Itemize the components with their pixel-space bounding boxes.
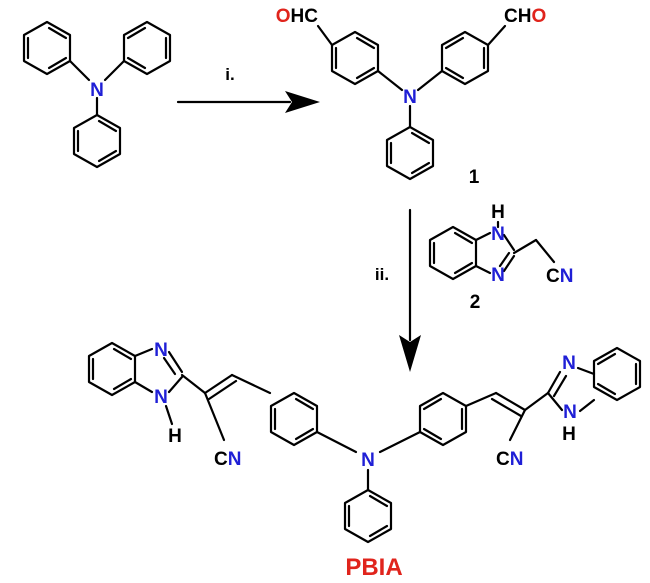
c1-left-aldehyde-carbon: HC xyxy=(291,6,319,27)
pbia-right-imidazole-ring xyxy=(546,366,596,413)
c1-left-aldehyde-oxygen: O xyxy=(276,6,291,27)
pbia-left-vinyl-double-bond-b xyxy=(207,379,238,401)
pbia-bond-n-left xyxy=(315,430,358,454)
reaction-step-ii: ii. xyxy=(375,208,421,372)
c1-bond-left-cho xyxy=(316,24,334,47)
pbia-central-nitrogen: N xyxy=(361,450,375,471)
pbia-left-bond-nh xyxy=(164,404,174,426)
pbia-left-nitrile-group: CN xyxy=(214,449,241,470)
product-name-label: PBIA xyxy=(345,554,402,581)
pbia-left-vinyl-double-bond-a xyxy=(203,373,234,395)
pbia-lower-phenyl-ring xyxy=(343,488,393,544)
tpa-bond-n-right xyxy=(103,59,126,82)
pbia-left-bond-vinyl-aryl xyxy=(230,373,272,395)
c2-imidazole-ring xyxy=(474,231,516,275)
pbia-left-nh-hydrogen: H xyxy=(168,426,182,447)
pbia-right-nitrile-group: CN xyxy=(496,449,523,470)
c1-lower-phenyl-ring xyxy=(385,125,435,181)
step-i-label: i. xyxy=(225,65,234,84)
pbia-left-nitrile-nitrogen: N xyxy=(228,449,242,470)
pbia-left-bond-cn xyxy=(203,391,226,442)
pbia-left-imidazole-ring xyxy=(133,347,184,394)
c2-bond-ch2 xyxy=(512,238,538,255)
pbia-right-benzo-ring xyxy=(592,346,642,402)
reaction-step-i: i. xyxy=(176,65,320,113)
step-ii-label: ii. xyxy=(375,265,389,284)
pbia-left-aryl-ring xyxy=(269,391,319,447)
tpa-bond-n-left xyxy=(68,59,91,82)
c2-benzo-ring xyxy=(428,225,478,281)
c1-right-aryl-ring xyxy=(440,30,490,86)
pbia-left-nitrile-carbon: C xyxy=(214,449,228,470)
tpa-upper-left-phenyl-ring xyxy=(22,20,72,76)
pbia-left-nh-nitrogen: N xyxy=(154,387,168,408)
c2-nitrile-group: CN xyxy=(546,266,573,287)
pbia-right-bond-aryl-vinyl xyxy=(464,391,498,408)
pbia-right-vinyl-double-bond-a xyxy=(494,391,527,412)
tpa-upper-right-phenyl-ring xyxy=(122,20,172,76)
c1-right-aldehyde-group: CHO xyxy=(504,6,546,27)
pbia-bond-n-right xyxy=(378,430,422,454)
c1-nitrogen-atom: N xyxy=(403,87,417,108)
c1-right-aldehyde-carbon: CH xyxy=(504,6,531,27)
pbia-right-aryl-ring xyxy=(418,391,468,447)
c2-nitrile-carbon: C xyxy=(546,266,560,287)
c2-imine-nitrogen: N xyxy=(491,265,505,286)
compound-1-structure: N OHC CHO 1 xyxy=(276,6,546,188)
c1-bond-n-left xyxy=(376,69,404,92)
pbia-right-nh-hydrogen: H xyxy=(562,424,576,445)
c2-nitrile-nitrogen: N xyxy=(560,266,574,287)
pbia-right-bond-cn xyxy=(508,408,527,442)
pbia-right-nh-nitrogen: N xyxy=(563,402,577,423)
compound-2-structure: N H N CN 2 xyxy=(428,202,573,313)
pbia-structure: N N H CN N xyxy=(87,340,642,581)
pbia-left-bond-c2-calpha xyxy=(180,373,207,395)
c1-bond-right-cho xyxy=(486,24,507,47)
triphenylamine-structure: N xyxy=(22,20,172,169)
c2-bond-ch2-cn xyxy=(534,238,556,264)
compound-1-number: 1 xyxy=(469,167,480,188)
pbia-right-nitrile-carbon: C xyxy=(496,449,510,470)
step-i-arrowhead xyxy=(285,91,320,113)
pbia-right-imine-nitrogen: N xyxy=(562,353,576,374)
c1-left-aldehyde-group: OHC xyxy=(276,6,319,27)
c2-nh-hydrogen: H xyxy=(491,202,505,223)
c1-left-aryl-ring xyxy=(330,30,380,86)
pbia-left-imine-nitrogen: N xyxy=(154,340,168,361)
tpa-lower-phenyl-ring xyxy=(72,113,122,169)
pbia-left-benzo-ring xyxy=(87,341,137,397)
pbia-right-bond-calpha-c2 xyxy=(523,391,550,412)
tpa-nitrogen-atom: N xyxy=(90,80,104,101)
step-ii-arrowhead xyxy=(399,335,421,372)
c1-right-aldehyde-oxygen: O xyxy=(531,6,546,27)
c1-bond-n-right xyxy=(416,69,444,92)
compound-2-number: 2 xyxy=(470,292,481,313)
c2-nh-nitrogen: N xyxy=(491,224,505,245)
pbia-right-nitrile-nitrogen: N xyxy=(510,449,524,470)
pbia-right-vinyl-double-bond-b xyxy=(490,397,523,418)
